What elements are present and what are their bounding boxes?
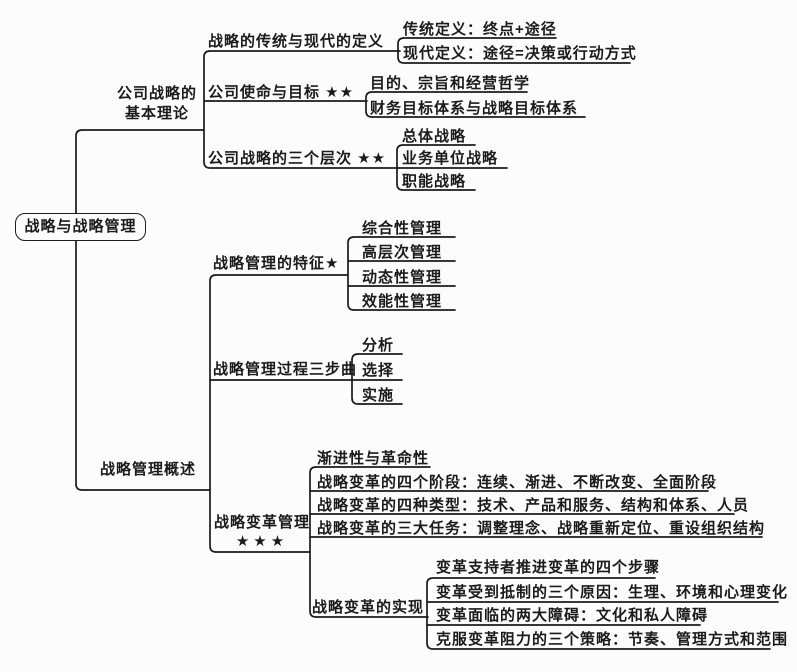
node-dynamic-management: 动态性管理 <box>362 269 443 286</box>
connector-branch1-bracket <box>203 50 401 169</box>
connector-change-bracket <box>309 466 431 618</box>
node-incremental-and-revolutionary: 渐进性与革命性 <box>317 450 430 467</box>
node-three-levels-of-corporate-strategy: 公司战略的三个层次 ★★ <box>208 150 387 167</box>
connector-definitions-bracket <box>397 37 631 64</box>
node-three-tasks-of-strategic-change: 战略变革的三大任务：调整理念、战略重新定位、重设组织结构 <box>317 520 766 537</box>
node-purpose-tenet-philosophy: 目的、宗旨和经营哲学 <box>370 75 531 92</box>
node-characteristics-of-strategic-management: 战略管理的特征★ <box>213 255 340 272</box>
node-choice: 选择 <box>362 362 395 379</box>
node-overall-strategy: 总体战略 <box>402 128 467 145</box>
node-strategic-change-management: 战略变革管理 <box>213 514 310 531</box>
node-three-reasons-change-resisted: 变革受到抵制的三个原因：生理、环境和心理变化 <box>436 584 789 601</box>
connector-branch2-bracket <box>209 274 349 553</box>
node-traditional-and-modern-definitions: 战略的传统与现代的定义 <box>208 33 385 50</box>
node-two-obstacles-of-change: 变革面临的两大障碍：文化和私人障碍 <box>436 607 709 624</box>
node-financial-and-strategic-goal-systems: 财务目标体系与战略目标体系 <box>370 100 579 117</box>
node-functional-strategy: 职能战略 <box>402 173 467 190</box>
node-three-strategies-to-overcome-resistance: 克服变革阻力的三个策略：节奏、管理方式和范围 <box>436 631 789 648</box>
node-strategic-change-management-stars: ★★★ <box>235 533 289 550</box>
node-traditional-definition: 传统定义：终点+途径 <box>403 21 557 38</box>
node-analysis: 分析 <box>362 337 395 354</box>
node-four-steps-by-change-supporters: 变革支持者推进变革的四个步骤 <box>436 559 661 576</box>
connector-characteristics-bracket <box>347 236 456 311</box>
node-four-types-of-strategic-change: 战略变革的四种类型：技术、产品和服务、结构和体系、人员 <box>317 497 750 514</box>
node-strategy-and-strategic-management: 战略与战略管理 <box>15 213 146 241</box>
node-implementation: 实施 <box>362 387 395 404</box>
node-modern-definition: 现代定义：途径=决策或行动方式 <box>403 45 637 62</box>
node-high-level-management: 高层次管理 <box>362 244 443 261</box>
connector-process-bracket <box>351 353 403 405</box>
connector-trunk <box>75 129 211 491</box>
node-effectiveness-management: 效能性管理 <box>362 293 443 310</box>
node-corporate-mission-and-goals: 公司使命与目标 ★★ <box>208 84 355 101</box>
node-basic-theory-of-corporate-strategy: 公司战略的基本理论 <box>116 85 197 122</box>
node-three-steps-of-strategic-management-process: 战略管理过程三步曲 <box>213 361 358 378</box>
node-strategic-management-overview: 战略管理概述 <box>100 461 197 478</box>
node-comprehensive-management: 综合性管理 <box>362 220 443 237</box>
node-business-unit-strategy: 业务单位战略 <box>402 150 499 167</box>
node-realization-of-strategic-change: 战略变革的实现 <box>312 599 425 616</box>
node-four-stages-of-strategic-change: 战略变革的四个阶段：连续、渐进、不断改变、全面阶段 <box>317 474 718 491</box>
connector-realization-bracket <box>426 577 771 650</box>
connector-mission-bracket <box>365 91 586 118</box>
